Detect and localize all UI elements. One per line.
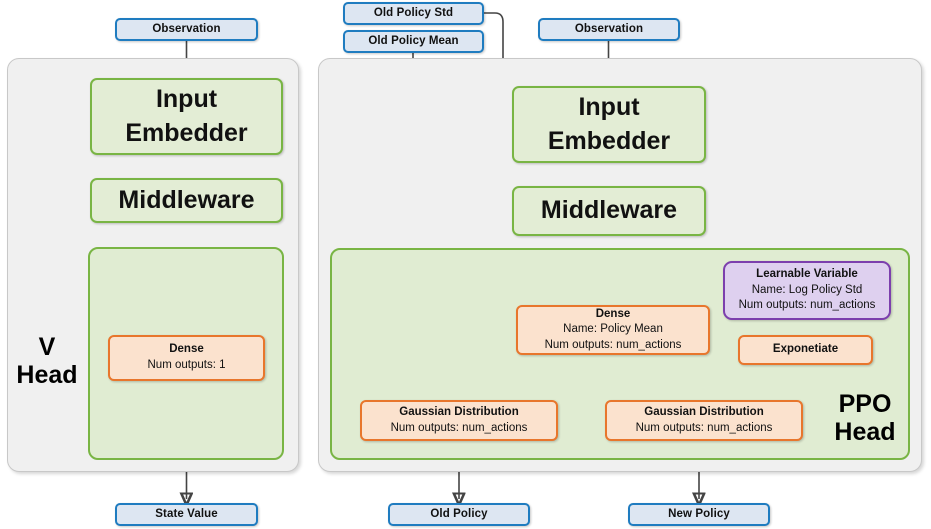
v-head-state-value-output[interactable]: State Value [115,503,258,526]
ppo-gaussian-old-outputs: Num outputs: num_actions [390,421,528,434]
ppo-head-observation-label: Observation [574,22,644,35]
ppo-dense-title: Dense [595,307,631,320]
ppo-learnable-variable[interactable]: Learnable Variable Name: Log Policy Std … [723,261,891,320]
ppo-old-policy-std-label: Old Policy Std [373,6,454,19]
ppo-head-input-embedder-label: Input Embedder [547,92,671,155]
ppo-new-policy-output[interactable]: New Policy [628,503,770,526]
ppo-old-policy-output[interactable]: Old Policy [388,503,530,526]
v-head-input-embedder[interactable]: Input Embedder [90,78,283,155]
ppo-head-observation-input[interactable]: Observation [538,18,680,41]
ppo-dense-name: Name: Policy Mean [563,323,663,336]
ppo-learnable-variable-title: Learnable Variable [756,268,858,281]
v-head-observation-input[interactable]: Observation [115,18,258,41]
v-head-dense[interactable]: Dense Num outputs: 1 [108,335,265,381]
ppo-old-policy-output-label: Old Policy [430,507,488,520]
ppo-gaussian-old-title: Gaussian Distribution [399,405,519,418]
ppo-learnable-variable-outputs: Num outputs: num_actions [738,299,876,312]
ppo-old-policy-mean-input[interactable]: Old Policy Mean [343,30,484,53]
ppo-learnable-variable-name: Name: Log Policy Std [751,283,863,296]
ppo-old-policy-std-input[interactable]: Old Policy Std [343,2,484,25]
ppo-old-policy-mean-label: Old Policy Mean [368,34,459,47]
ppo-gaussian-new-outputs: Num outputs: num_actions [635,421,773,434]
ppo-dense-policy-mean[interactable]: Dense Name: Policy Mean Num outputs: num… [516,305,710,355]
v-head-dense-title: Dense [169,343,204,356]
v-head-middleware-label: Middleware [118,185,255,214]
v-head-dense-outputs: Num outputs: 1 [147,359,226,371]
ppo-gaussian-new-title: Gaussian Distribution [644,405,764,418]
v-head-middleware[interactable]: Middleware [90,178,283,223]
ppo-head-caption: PPO Head [834,390,896,446]
v-head-caption: V Head [16,333,78,389]
v-head-input-embedder-label: Input Embedder [125,84,248,147]
ppo-exponetiate[interactable]: Exponetiate [738,335,873,365]
ppo-gaussian-distribution-new[interactable]: Gaussian Distribution Num outputs: num_a… [605,400,803,441]
ppo-exponetiate-label: Exponetiate [772,343,839,356]
v-head-state-value-label: State Value [155,507,218,520]
v-head-observation-label: Observation [152,22,221,35]
ppo-head-middleware-label: Middleware [540,196,678,225]
ppo-head-middleware[interactable]: Middleware [512,186,706,236]
ppo-dense-outputs: Num outputs: num_actions [544,338,682,351]
ppo-gaussian-distribution-old[interactable]: Gaussian Distribution Num outputs: num_a… [360,400,558,441]
ppo-head-input-embedder[interactable]: Input Embedder [512,86,706,163]
ppo-new-policy-output-label: New Policy [668,507,730,520]
